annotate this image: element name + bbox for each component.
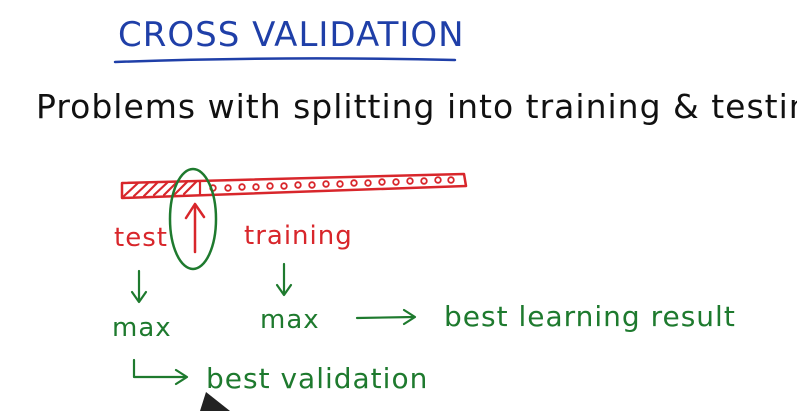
arrow-bent-right-icon <box>132 358 189 386</box>
label-best-validation: best validation <box>206 362 428 395</box>
training-points <box>209 176 455 192</box>
label-test: test <box>114 223 168 253</box>
label-max-left: max <box>112 313 172 343</box>
title-underline <box>113 57 457 64</box>
title: CROSS VALIDATION <box>118 15 465 55</box>
arrow-right-icon <box>355 308 417 326</box>
arrow-down-left-icon <box>130 269 148 304</box>
test-section-hatch <box>122 179 198 198</box>
data-strip-outline <box>120 172 468 200</box>
subtitle: Problems with splitting into training & … <box>36 87 797 126</box>
pen-cursor-icon <box>200 392 230 411</box>
label-training: training <box>244 221 353 251</box>
arrow-down-right-icon <box>275 262 293 297</box>
label-best-learning-result: best learning result <box>444 300 736 333</box>
data-strip <box>120 172 468 200</box>
label-max-right: max <box>260 305 320 335</box>
split-arrow-icon <box>184 202 206 254</box>
split-highlight-ellipse <box>168 167 218 271</box>
